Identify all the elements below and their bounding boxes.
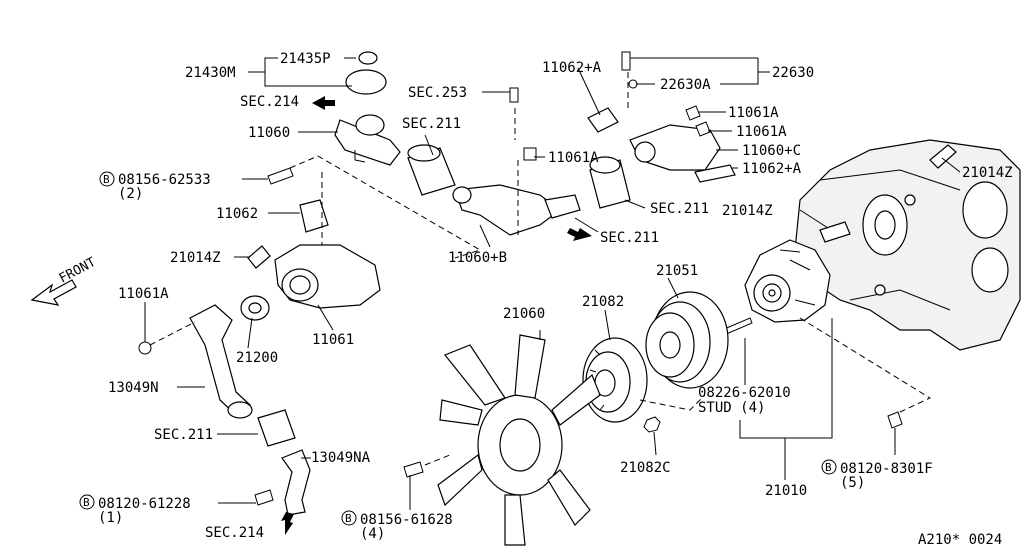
label-sec211-right: SEC.211 [650,201,709,217]
label-sec214-bottom: SEC.214 [205,525,264,541]
label-21435p: 21435P [280,51,331,67]
leader-lines [144,57,961,510]
water-inlet-11060b [452,184,581,236]
label-21014z-r2: 21014Z [722,203,773,219]
label-qty-2: (2) [118,186,143,202]
bolt-08156-62533 [267,167,294,185]
label-front: FRONT [57,255,99,287]
water-outlet-11060 [334,51,401,166]
label-22630: 22630 [772,65,814,81]
label-21014z-r1: 21014Z [962,165,1013,181]
nut-21082c [643,416,661,433]
label-08226-62010: 08226-62010 [698,385,791,401]
label-21200: 21200 [236,350,278,366]
label-b-marker: B [83,496,90,509]
label-08156-62533: 08156-62533 [118,172,211,188]
label-qty-5: (5) [840,475,865,491]
label-b-marker: B [825,461,832,474]
label-13049na: 13049NA [311,450,371,466]
sensor-21014z-right [819,144,957,243]
pulley [645,291,729,389]
circle-b-08120-8301f: B [821,459,837,475]
water-pump [744,239,831,323]
label-sec211-upper: SEC.211 [402,116,461,132]
sensor-21014z-left [247,245,271,269]
label-sec211-lower: SEC.211 [154,427,213,443]
front-arrow [30,279,77,306]
label-22630a: 22630A [660,77,711,93]
thermostat-housing [274,199,381,309]
bolt-11061a-mid [523,147,537,161]
water-pipe-13049n [138,304,253,419]
label-11061: 11061 [312,332,354,348]
label-qty-4a: (4) [360,526,385,542]
cooling-fan [437,334,601,546]
label-21430m: 21430M [185,65,236,81]
label-b-marker: B [103,173,110,186]
arrow-sec214-bottom [281,512,294,535]
bolt-08156-61628 [403,461,424,478]
label-08120-8301f: 08120-8301F [840,461,933,477]
hose-upper [407,144,456,196]
label-sec253: SEC.253 [408,85,467,101]
label-b-marker: B [345,512,352,525]
sensor-sec253 [509,87,519,103]
label-sec214-top: SEC.214 [240,94,299,110]
hose-lower [257,409,296,447]
circle-b-08120-61228: B [79,494,95,510]
dashed-guide-lines [149,72,932,466]
label-21010: 21010 [765,483,807,499]
circle-b-08156-62533: B [99,171,115,187]
label-sec211-arrow: SEC.211 [600,230,659,246]
label-21014z-left: 21014Z [170,250,221,266]
label-11061a-r2: 11061A [736,124,787,140]
circle-b-08156-61628: B [341,510,357,526]
bolt-08120-8301f [887,411,903,429]
label-21082: 21082 [582,294,624,310]
label-11062a-right: 11062+A [742,161,802,177]
label-11061a-mid: 11061A [548,150,599,166]
arrow-sec211 [567,228,592,241]
sender-22630 [621,51,638,89]
label-11062a-top: 11062+A [542,60,602,76]
label-ref-code: A210* 0024 [918,532,1002,548]
label-qty-1: (1) [98,510,123,526]
label-08120-61228: 08120-61228 [98,496,191,512]
engine-block [794,139,1021,351]
part-labels: 21430M 21435P SEC.214 11060 B 08156-6253… [57,51,1013,548]
label-11060c: 11060+C [742,143,801,159]
label-11061a-left: 11061A [118,286,169,302]
label-21082c: 21082C [620,460,671,476]
label-stud-4: STUD (4) [698,400,765,416]
label-11060: 11060 [248,125,290,141]
label-21051: 21051 [656,263,698,279]
label-11061a-r1: 11061A [728,105,779,121]
label-08156-61628: 08156-61628 [360,512,453,528]
hose-right [589,156,631,209]
bolts-11061a-right [685,105,711,137]
label-13049n: 13049N [108,380,159,396]
water-outlet-11060c [587,107,736,183]
label-11060b: 11060+B [448,250,507,266]
label-11062: 11062 [216,206,258,222]
thermostat [240,295,270,321]
arrow-sec214-top [312,96,335,110]
label-21060: 21060 [503,306,545,322]
water-pipe-13049na [254,449,311,516]
